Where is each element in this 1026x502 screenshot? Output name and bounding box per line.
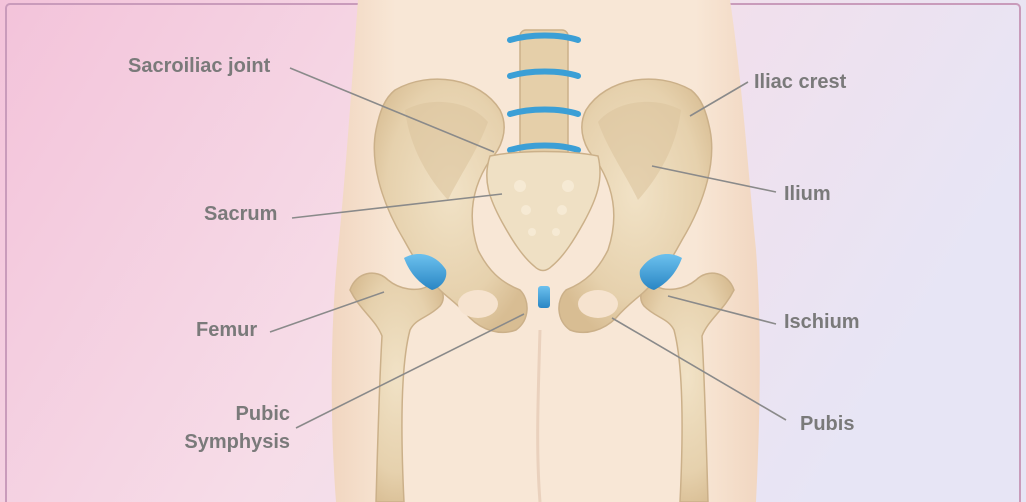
label-femur: Femur [196,316,257,344]
label-ilium: Ilium [784,180,831,208]
label-pubis: Pubis [800,410,854,438]
label-iliac-crest: Iliac crest [754,68,846,96]
pubic-symphysis-cartilage [538,286,550,308]
label-pubic-line2: Symphysis [176,428,290,456]
label-sacroiliac-joint: Sacroiliac joint [128,52,270,80]
label-ischium: Ischium [784,308,860,336]
lumbar-spine [510,30,578,158]
label-pubic-line1: Pubic [176,400,290,428]
label-sacrum: Sacrum [204,200,277,228]
label-pubic-symphysis: Pubic Symphysis [176,400,290,456]
